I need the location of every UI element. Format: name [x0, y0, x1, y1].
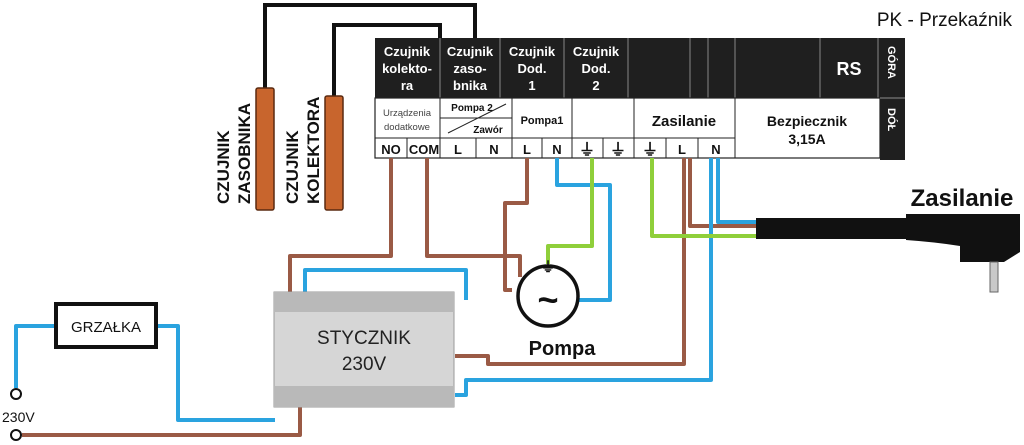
power-plug: Zasilanie: [756, 185, 1020, 293]
pump-earth-icon: ⏚: [541, 259, 555, 275]
label-dol: DÓŁ: [885, 108, 898, 132]
terminal-no: NO: [381, 142, 401, 157]
header-kolektor-line2: kolekto-: [382, 61, 432, 76]
heater: GRZAŁKA: [54, 302, 158, 349]
terminal-pompa1-n: N: [552, 142, 561, 157]
header-kolektor-line1: Czujnik: [384, 44, 431, 59]
controller-body: Urządzenia dodatkowe Pompa 2 Zawór Pompa…: [374, 97, 881, 159]
contactor-label-2: 230V: [342, 354, 387, 375]
header-zasobnik-line1: Czujnik: [447, 44, 494, 59]
bezpiecznik-line2: 3,15A: [788, 131, 825, 147]
terminal-com: COM: [409, 142, 439, 157]
sensor-zasobnika-label-2: ZASOBNIKA: [235, 103, 254, 204]
header-dod2-line2: Dod.: [582, 61, 611, 76]
urzadzenia-line1: Urządzenia: [383, 108, 432, 119]
pompa1-label: Pompa1: [521, 115, 564, 127]
contactor: STYCZNIK 230V: [273, 291, 455, 408]
sensor-cables: [263, 3, 477, 98]
header-dod1-line1: Czujnik: [509, 44, 556, 59]
header-kolektor-line3: ra: [401, 78, 414, 93]
diagram-title: PK - Przekaźnik: [877, 10, 1013, 31]
earth-wires: [546, 158, 760, 264]
input-voltage-label: 230V: [2, 409, 35, 425]
bezpiecznik-line1: Bezpiecznik: [767, 113, 847, 129]
urzadzenia-line2: dodatkowe: [384, 122, 430, 133]
zasilanie-label: Zasilanie: [652, 113, 716, 130]
sensor-zasobnika-label-1: CZUJNIK: [214, 130, 233, 204]
terminal-supply-l: L: [678, 142, 686, 157]
contactor-label-1: STYCZNIK: [317, 328, 411, 349]
sensor-kolektora-label-1: CZUJNIK: [283, 130, 302, 204]
side-panel: GÓRA DÓŁ: [880, 38, 905, 160]
label-gora: GÓRA: [885, 46, 898, 79]
pompa2-label: Pompa 2: [451, 103, 493, 114]
live-wires: [22, 158, 760, 437]
sensor-zasobnika-probe: [255, 87, 275, 211]
header-dod1-line2: Dod.: [518, 61, 547, 76]
terminal-supply-n: N: [711, 142, 720, 157]
input-terminals: 230V: [2, 388, 35, 441]
heater-label: GRZAŁKA: [71, 319, 141, 336]
terminal-earth-1: ⏚: [579, 141, 595, 159]
terminal-pompa2-n: N: [489, 142, 498, 157]
pump-label: Pompa: [529, 338, 597, 360]
terminal-earth-3: ⏚: [642, 141, 658, 159]
header-dod2-line3: 2: [592, 78, 599, 93]
header-dod1-line3: 1: [528, 78, 535, 93]
pump-ac-symbol: ~: [537, 279, 558, 320]
pump: ⏚ ~ Pompa: [516, 259, 597, 360]
sensor-kolektora-label-2: KOLEKTORA: [304, 97, 323, 204]
header-zasobnik-line2: zaso-: [453, 61, 486, 76]
header-zasobnik-line3: bnika: [453, 78, 488, 93]
neutral-wires: [14, 158, 760, 422]
header-dod2-line1: Czujnik: [573, 44, 620, 59]
plug-label: Zasilanie: [911, 185, 1014, 212]
controller-header: Czujnik kolekto- ra Czujnik zaso- bnika …: [375, 38, 905, 98]
terminal-pompa1-l: L: [523, 142, 531, 157]
header-rs: RS: [836, 59, 861, 79]
zawor-label: Zawór: [473, 125, 503, 136]
terminal-earth-2: ⏚: [610, 141, 626, 159]
sensor-kolektora-probe: [324, 95, 344, 211]
terminal-pompa2-l: L: [454, 142, 462, 157]
